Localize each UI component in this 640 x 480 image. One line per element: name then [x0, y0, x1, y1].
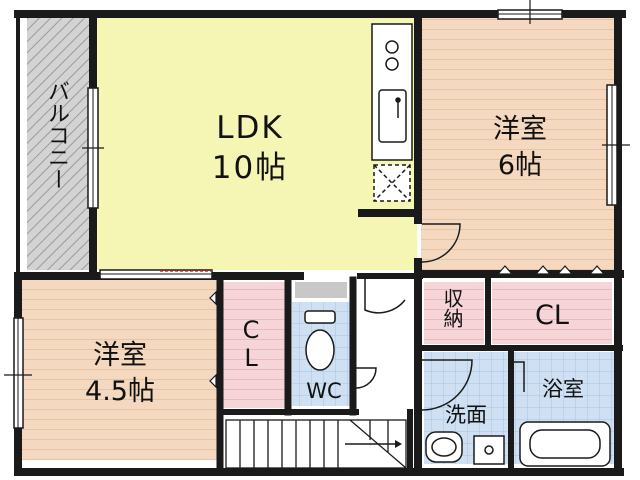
bathtub-icon — [519, 421, 611, 467]
hall-floor — [356, 276, 422, 410]
western-4-5-size: 4.5帖 — [85, 376, 155, 407]
storage-floor — [424, 282, 484, 344]
western-6-size: 6帖 — [497, 150, 543, 181]
kitchen-counter — [371, 23, 413, 202]
toilet-label: WC — [306, 379, 342, 403]
wash-basin-icon — [425, 431, 505, 465]
stove-burner-icon — [385, 40, 399, 54]
window-markers — [4, 0, 630, 376]
toilet-icon — [304, 310, 336, 371]
closet-main-floor — [492, 282, 612, 344]
western-4-5-label: 洋室 4.5帖 — [60, 338, 180, 410]
stove-burner-icon — [385, 57, 399, 71]
closet-ldk-label: CL — [237, 316, 265, 372]
closet-ldk-floor — [223, 282, 285, 408]
ldk-size: 10帖 — [211, 150, 289, 186]
sink-icon — [378, 89, 407, 143]
bathroom-label: 浴室 — [542, 377, 584, 401]
western-6-floor — [421, 18, 615, 270]
closet-main-label: CL — [535, 300, 569, 331]
walls — [14, 10, 626, 476]
closet-doors — [209, 265, 606, 389]
western-6-label: 洋室 6帖 — [470, 112, 570, 184]
balcony-label: バルコニー — [44, 80, 69, 190]
balcony-floor — [27, 18, 90, 270]
ldk-name: LDK — [216, 110, 284, 146]
staircase — [225, 419, 407, 469]
washroom-label: 洗面 — [445, 403, 487, 427]
western-4-5-floor — [22, 280, 218, 460]
western-6-name: 洋室 — [493, 114, 547, 145]
ldk-floor — [97, 18, 417, 270]
doors — [295, 223, 525, 411]
western-4-5-name: 洋室 — [93, 340, 147, 371]
storage-label: 収納 — [440, 288, 464, 328]
ldk-label: LDK 10帖 — [190, 108, 310, 188]
